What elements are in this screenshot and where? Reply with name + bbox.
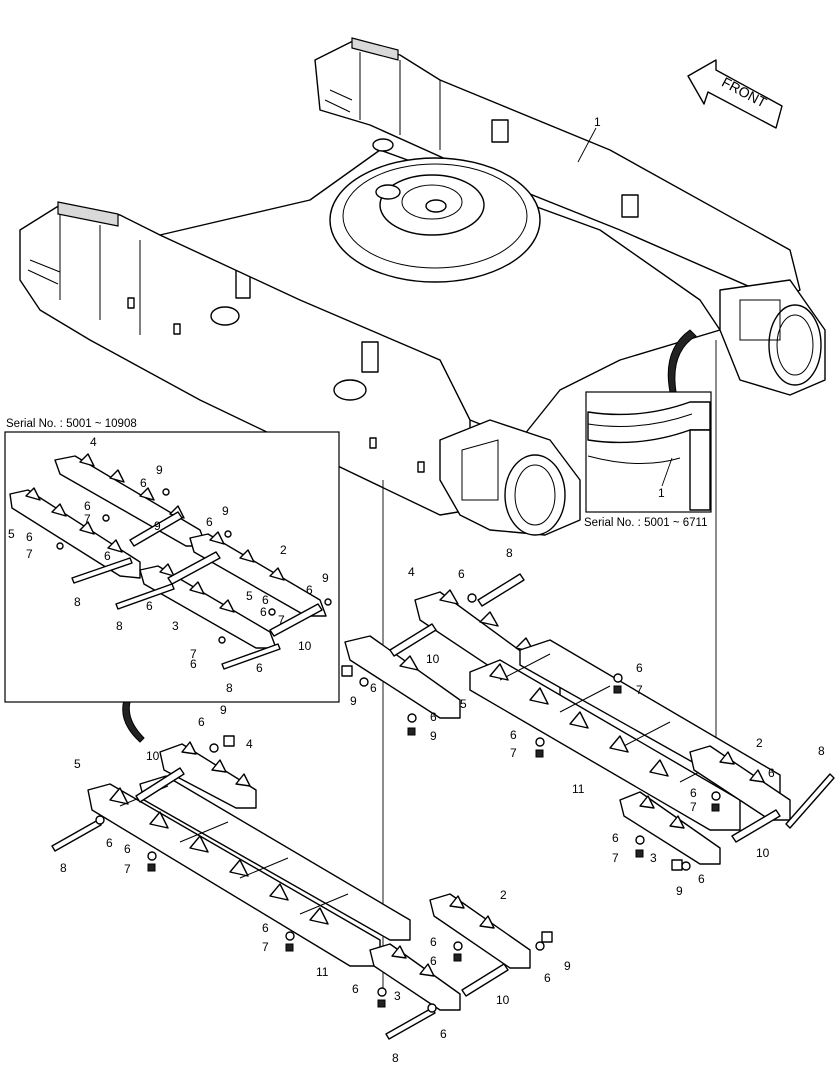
bottom-callout-10b: 10 — [496, 993, 510, 1007]
inset-left-callout-7d: 7 — [190, 647, 197, 661]
right-guard-assembly: 8 4 6 10 6 9 5 6 9 6 7 6 7 11 2 6 8 6 7 … — [341, 546, 835, 898]
inset-left-callout-6g: 6 — [146, 599, 153, 613]
inset-left-callout-6e: 6 — [104, 549, 111, 563]
right-callout-6e: 6 — [636, 661, 643, 675]
right-callout-7: 7 — [510, 746, 517, 760]
bottom-callout-6i: 6 — [440, 1027, 447, 1041]
right-callout-4: 4 — [408, 565, 415, 579]
right-callout-5: 5 — [460, 697, 467, 711]
right-callout-7d: 7 — [612, 851, 619, 865]
inset-left-callout-6a: 6 — [140, 476, 147, 490]
inset-left-callout-6j: 6 — [190, 657, 197, 671]
bottom-callout-4: 4 — [246, 737, 253, 751]
bottom-callout-8: 8 — [60, 861, 67, 875]
inset-left-callout-6k: 6 — [256, 661, 263, 675]
bottom-callout-6g: 6 — [544, 971, 551, 985]
bottom-callout-6d: 6 — [262, 921, 269, 935]
bottom-callout-10: 10 — [146, 749, 160, 763]
inset-left-callout-7b: 7 — [26, 547, 33, 561]
bottom-callout-3: 3 — [394, 989, 401, 1003]
right-callout-6: 6 — [458, 567, 465, 581]
inset-left: Serial No. : 5001 ~ 10908 4 9 6 6 7 5 — [4, 418, 340, 703]
inset-left-callout-8c: 8 — [226, 681, 233, 695]
bottom-callout-6h: 6 — [352, 982, 359, 996]
right-callout-6d: 6 — [510, 728, 517, 742]
inset-left-callout-6b: 6 — [84, 499, 91, 513]
inset-right-caption: Serial No. : 5001 ~ 6711 — [584, 517, 708, 529]
inset-left-callout-8a: 8 — [74, 595, 81, 609]
inset-left-callout-7c: 7 — [278, 613, 285, 627]
bottom-callout-5: 5 — [74, 757, 81, 771]
right-callout-7c: 7 — [690, 800, 697, 814]
inset-left-callout-6i: 6 — [260, 605, 267, 619]
inset-left-callout-5b: 5 — [246, 589, 253, 603]
bottom-callout-6f: 6 — [430, 954, 437, 968]
inset-left-callout-9b: 9 — [222, 504, 229, 518]
bottom-guard-assembly: 9 6 4 10 5 6 8 6 7 11 6 7 2 6 6 9 6 6 3 … — [51, 703, 571, 1065]
inset-left-callout-5: 5 — [8, 527, 15, 541]
right-callout-6b: 6 — [370, 681, 377, 695]
bottom-callout-9b: 9 — [564, 959, 571, 973]
right-callout-9b: 9 — [430, 729, 437, 743]
inset-left-callout-6f: 6 — [306, 583, 313, 597]
inset-left-callout-10: 10 — [298, 639, 312, 653]
bottom-callout-6b: 6 — [106, 836, 113, 850]
bottom-callout-8b: 8 — [392, 1051, 399, 1065]
bottom-callout-9: 9 — [220, 703, 227, 717]
inset-left-callout-9a: 9 — [156, 463, 163, 477]
bottom-callout-7: 7 — [124, 862, 131, 876]
bottom-callout-7b: 7 — [262, 940, 269, 954]
bottom-callout-2: 2 — [500, 888, 507, 902]
right-callout-11: 11 — [572, 782, 585, 796]
right-callout-6i: 6 — [698, 872, 705, 886]
right-callout-9c: 9 — [676, 884, 683, 898]
right-callout-6g: 6 — [690, 786, 697, 800]
right-callout-8: 8 — [506, 546, 513, 560]
inset-left-callout-2: 2 — [280, 543, 287, 557]
right-callout-10b: 10 — [756, 846, 770, 860]
bottom-callout-6e: 6 — [430, 935, 437, 949]
right-callout-6h: 6 — [612, 831, 619, 845]
right-callout-7b: 7 — [636, 683, 643, 697]
inset-left-callout-7a: 7 — [84, 512, 91, 526]
inset-left-callout-4: 4 — [90, 435, 97, 449]
bottom-callout-6: 6 — [198, 715, 205, 729]
front-arrow: FRONT — [687, 59, 783, 129]
inset-right: 1 Serial No. : 5001 ~ 6711 — [584, 391, 712, 529]
inset-left-callout-8b: 8 — [116, 619, 123, 633]
lower-frame: 1 — [19, 37, 826, 536]
inset-left-caption: Serial No. : 5001 ~ 10908 — [6, 418, 137, 430]
right-callout-6f: 6 — [768, 766, 775, 780]
bottom-callout-6c: 6 — [124, 842, 131, 856]
inset-left-callout-9c: 9 — [154, 519, 161, 533]
right-callout-2: 2 — [756, 736, 763, 750]
inset-left-callout-3: 3 — [172, 619, 179, 633]
inset-left-callout-9d: 9 — [322, 571, 329, 585]
bottom-callout-11: 11 — [316, 965, 329, 979]
direction-arrow-left — [122, 699, 145, 743]
callout-1: 1 — [594, 115, 601, 129]
right-callout-10: 10 — [426, 652, 440, 666]
right-callout-3: 3 — [650, 851, 657, 865]
inset-left-callout-6h: 6 — [262, 593, 269, 607]
inset-left-callout-6c: 6 — [26, 530, 33, 544]
inset-right-callout-1: 1 — [658, 486, 665, 500]
right-callout-6c: 6 — [430, 710, 437, 724]
inset-left-callout-6d: 6 — [206, 515, 213, 529]
right-callout-9: 9 — [350, 694, 357, 708]
right-callout-8b: 8 — [818, 744, 825, 758]
